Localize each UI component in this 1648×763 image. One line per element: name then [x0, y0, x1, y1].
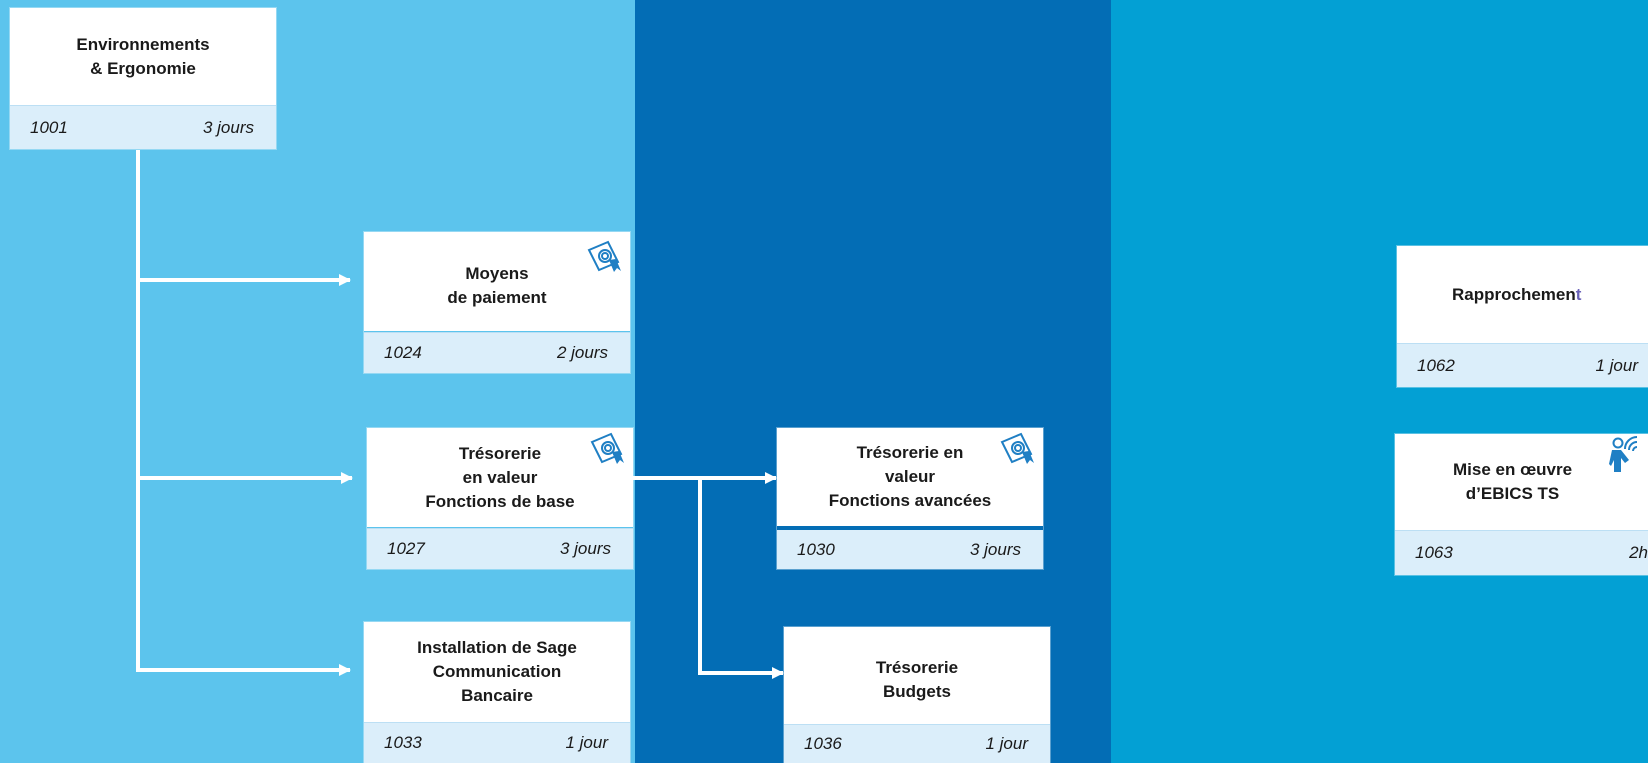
course-title: Environnements & Ergonomie	[10, 8, 276, 105]
course-duration: 1 jour	[565, 733, 608, 752]
course-duration: 3 jours	[202, 117, 254, 137]
course-meta: 1036 1 jour	[784, 724, 1050, 763]
course-code: 1062	[1417, 355, 1455, 375]
course-title: Trésorerie en valeur Fonctions avancées	[777, 428, 1043, 526]
course-duration: 1 jour	[1595, 355, 1638, 375]
course-card-1024[interactable]: Moyens de paiement 1024 2 jours	[364, 232, 630, 373]
course-duration: 3 jours	[969, 539, 1021, 559]
course-meta: 1027 3 jours	[367, 528, 633, 569]
course-title-highlight: t	[1575, 284, 1582, 304]
course-code: 1036	[804, 734, 842, 753]
course-code: 1024	[384, 343, 422, 362]
remote-person-icon	[1609, 436, 1638, 472]
course-title-main: Rapprochemen	[1452, 284, 1576, 304]
course-duration: 2 jours	[556, 343, 608, 362]
certificate-icon	[587, 240, 621, 272]
course-meta: 1030 3 jours	[777, 528, 1043, 569]
course-title: Trésorerie Budgets	[784, 627, 1050, 724]
course-title: Trésorerie en valeur Fonctions de base	[367, 428, 633, 527]
course-meta: 1024 2 jours	[364, 332, 630, 373]
course-title: Installation de Sage Communication Banca…	[364, 622, 630, 722]
course-card-1030[interactable]: Trésorerie en valeur Fonctions avancées …	[777, 428, 1043, 569]
course-card-1063[interactable]: Mise en œuvre d’EBICS TS 1063 2h	[1395, 434, 1648, 575]
course-card-1027[interactable]: Trésorerie en valeur Fonctions de base 1…	[367, 428, 633, 569]
course-meta: 1062 1 jour	[1397, 343, 1648, 387]
course-title: Moyens de paiement	[364, 232, 630, 331]
course-code: 1063	[1415, 543, 1453, 562]
course-code: 1027	[387, 539, 425, 558]
course-code: 1033	[384, 733, 422, 752]
certificate-icon	[590, 432, 624, 464]
course-meta: 1001 3 jours	[10, 105, 276, 149]
course-duration: 2h	[1629, 543, 1648, 562]
course-code: 1030	[797, 539, 835, 559]
course-meta: 1063 2h	[1395, 530, 1648, 575]
certificate-icon	[1000, 432, 1034, 464]
course-code: 1001	[30, 117, 68, 137]
course-title: Mise en œuvre d’EBICS TS	[1395, 434, 1648, 530]
course-card-1001[interactable]: Environnements & Ergonomie 1001 3 jours	[10, 8, 276, 149]
course-duration: 1 jour	[985, 734, 1028, 753]
course-card-1036[interactable]: Trésorerie Budgets 1036 1 jour	[784, 627, 1050, 763]
course-duration: 3 jours	[559, 539, 611, 558]
course-card-1033[interactable]: Installation de Sage Communication Banca…	[364, 622, 630, 763]
course-meta: 1033 1 jour	[364, 722, 630, 763]
